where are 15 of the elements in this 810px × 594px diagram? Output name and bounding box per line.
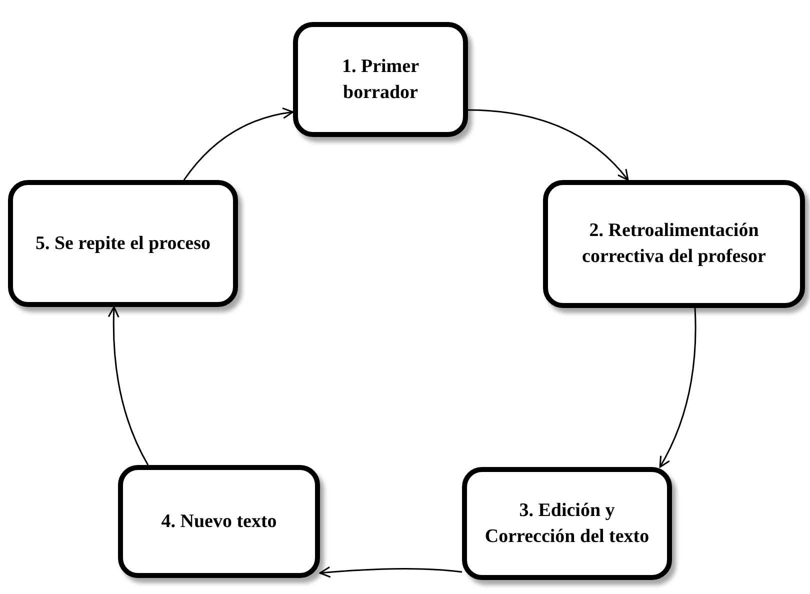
step-box (293, 22, 468, 137)
curved-arrow (468, 109, 629, 181)
curved-arrow (319, 566, 462, 578)
step-label: 1. Primer borrador (340, 54, 420, 104)
step-box (462, 467, 672, 580)
step-box (118, 465, 320, 578)
curved-arrow (183, 108, 294, 180)
step-label: 4. Nuevo texto (161, 510, 277, 534)
curved-arrow (108, 306, 149, 466)
step-box (543, 180, 805, 308)
step-label: 5. Se repite el proceso (35, 232, 210, 256)
curved-arrow (659, 308, 696, 468)
step-box (8, 180, 238, 307)
step-label: 2. Retroalimentación correctiva del profesor (581, 219, 767, 269)
step-label: 3. Edición y Corrección del texto (484, 498, 650, 548)
